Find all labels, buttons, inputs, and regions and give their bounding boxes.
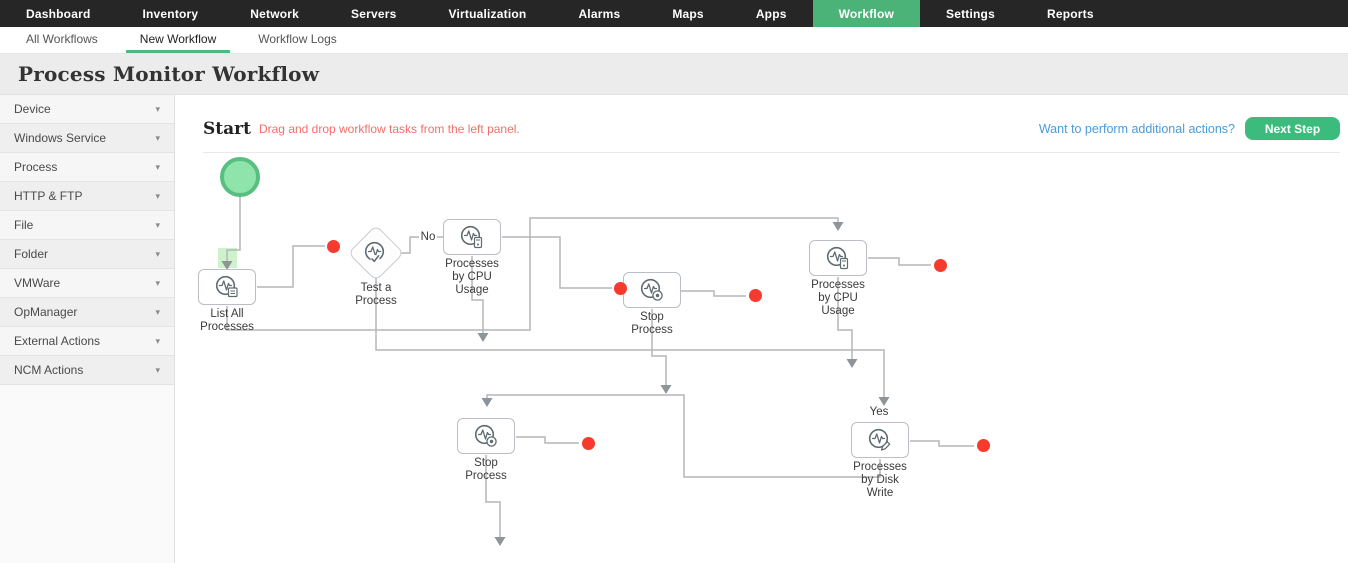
sidebar-item-label: Device <box>14 102 51 116</box>
nav-item-virtualization[interactable]: Virtualization <box>448 6 527 21</box>
process-monitor-icon <box>474 424 497 447</box>
sidebar-item-label: OpManager <box>14 305 78 319</box>
workflow-node-processes-by-disk-write[interactable] <box>851 422 909 458</box>
sidebar-item-label: NCM Actions <box>14 363 84 377</box>
chevron-down-icon: ▾ <box>155 219 160 230</box>
sidebar-item-label: Windows Service <box>14 131 107 145</box>
connector-endpoint-dot[interactable] <box>933 258 947 272</box>
connector-endpoint-dot[interactable] <box>613 281 627 295</box>
process-monitor-icon <box>868 428 891 451</box>
process-monitor-icon <box>364 241 385 264</box>
chevron-down-icon: ▾ <box>155 335 160 346</box>
title-bar: Process Monitor Workflow <box>0 54 1348 95</box>
nav-item-workflow[interactable]: Workflow <box>812 0 921 27</box>
chevron-down-icon: ▾ <box>155 364 160 375</box>
process-monitor-icon <box>215 275 238 298</box>
sidebar-item-label: HTTP & FTP <box>14 189 83 203</box>
sidebar-item-label: VMWare <box>14 276 61 290</box>
connector-endpoint-dot[interactable] <box>748 288 762 302</box>
body-row: Device▾Windows Service▾Process▾HTTP & FT… <box>0 95 1348 563</box>
nav-item-maps[interactable]: Maps <box>672 6 704 21</box>
sidebar-item-folder[interactable]: Folder ▾ <box>0 240 174 269</box>
process-monitor-icon <box>826 246 849 270</box>
page-title: Process Monitor Workflow <box>18 62 320 86</box>
workflow-node-list-all-processes[interactable] <box>198 269 256 305</box>
sidebar-item-file[interactable]: File ▾ <box>0 211 174 240</box>
chevron-down-icon: ▾ <box>155 248 160 259</box>
nav-item-settings[interactable]: Settings <box>946 6 995 21</box>
workflow-node-processes-by-cpu-usage-2[interactable] <box>809 240 867 276</box>
sidebar-item-ncm-actions[interactable]: NCM Actions ▾ <box>0 356 174 385</box>
tab-new-workflow[interactable]: New Workflow <box>125 27 231 53</box>
workflow-node-stop-process-1[interactable] <box>623 272 681 308</box>
workflow-node-start[interactable] <box>220 157 260 197</box>
workflow-node-stop-process-2[interactable] <box>457 418 515 454</box>
nav-item-reports[interactable]: Reports <box>1046 6 1094 21</box>
next-step-button[interactable]: Next Step <box>1245 117 1340 140</box>
nav-item-alarms[interactable]: Alarms <box>578 6 621 21</box>
sidebar-item-http-ftp[interactable]: HTTP & FTP ▾ <box>0 182 174 211</box>
chevron-down-icon: ▾ <box>155 103 160 114</box>
additional-actions-link[interactable]: Want to perform additional actions? <box>1038 121 1235 136</box>
tab-workflow-logs[interactable]: Workflow Logs <box>258 31 337 46</box>
sidebar-item-label: Folder <box>14 247 49 261</box>
nav-item-network[interactable]: Network <box>250 6 300 21</box>
workflow-canvas[interactable]: Start Drag and drop workflow tasks from … <box>175 95 1348 563</box>
nav-item-servers[interactable]: Servers <box>351 6 397 21</box>
sidebar-item-vmware[interactable]: VMWare ▾ <box>0 269 174 298</box>
sidebar-item-process[interactable]: Process ▾ <box>0 153 174 182</box>
drag-drop-hint: Drag and drop workflow tasks from the le… <box>258 121 520 136</box>
sidebar-item-external-actions[interactable]: External Actions ▾ <box>0 327 174 356</box>
chevron-down-icon: ▾ <box>155 161 160 172</box>
process-monitor-icon <box>640 278 663 301</box>
connector-endpoint-dot[interactable] <box>326 239 340 253</box>
nav-item-apps[interactable]: Apps <box>755 6 787 21</box>
top-navigation: Dashboard Inventory Network Servers Virtuali… <box>0 0 1348 27</box>
nav-item-inventory[interactable]: Inventory <box>142 6 199 21</box>
start-label: Start <box>203 118 251 139</box>
workflow-node-processes-by-cpu-usage-1[interactable] <box>443 219 501 255</box>
sidebar-item-windows-service[interactable]: Windows Service ▾ <box>0 124 174 153</box>
sidebar-item-label: External Actions <box>14 334 101 348</box>
process-monitor-icon <box>460 225 483 249</box>
connector-endpoint-dot[interactable] <box>976 438 990 452</box>
nav-item-dashboard[interactable]: Dashboard <box>26 6 91 21</box>
chevron-down-icon: ▾ <box>155 132 160 143</box>
tab-all-workflows[interactable]: All Workflows <box>26 31 98 46</box>
task-palette-sidebar: Device▾Windows Service▾Process▾HTTP & FT… <box>0 95 175 563</box>
sidebar-item-device[interactable]: Device ▾ <box>0 95 174 124</box>
chevron-down-icon: ▾ <box>155 190 160 201</box>
chevron-down-icon: ▾ <box>155 306 160 317</box>
workflow-subtabs: All Workflows New Workflow Workflow Logs <box>0 27 1348 54</box>
sidebar-item-label: Process <box>14 160 58 174</box>
chevron-down-icon: ▾ <box>155 277 160 288</box>
connector-endpoint-dot[interactable] <box>581 436 595 450</box>
sidebar-item-label: File <box>14 218 34 232</box>
sidebar-item-opmanager[interactable]: OpManager ▾ <box>0 298 174 327</box>
canvas-header: Start Drag and drop workflow tasks from … <box>203 95 1340 153</box>
